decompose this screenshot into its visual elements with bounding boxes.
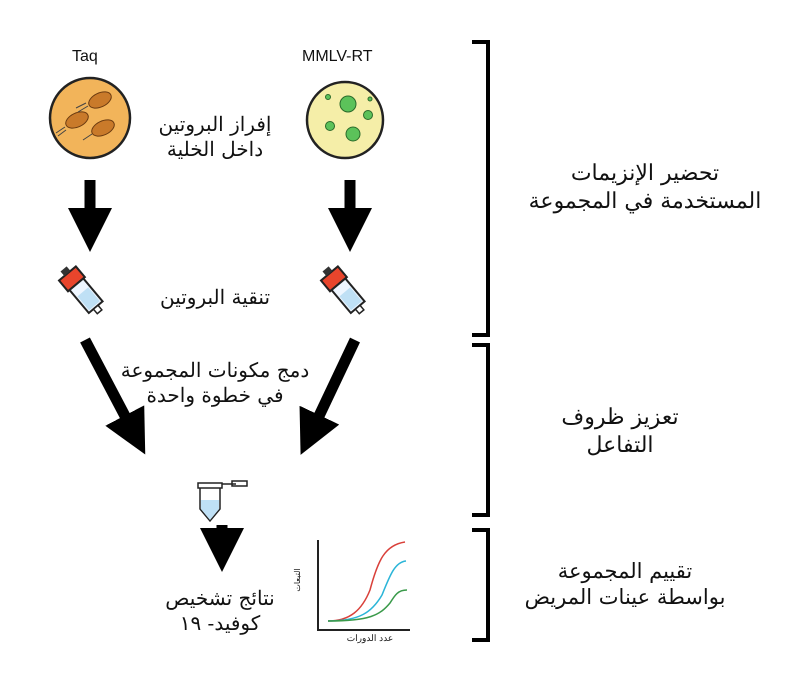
secretion-text: إفراز البروتين داخل الخلية bbox=[135, 112, 295, 162]
purification-column-icon bbox=[319, 265, 367, 315]
taq-label: Taq bbox=[72, 48, 98, 65]
bracket-phase-3 bbox=[472, 528, 490, 642]
phase-3-line-2: بواسطة عينات المريض bbox=[524, 585, 726, 610]
arrow-left-diagonal bbox=[80, 337, 146, 455]
bracket-phase-1 bbox=[472, 40, 490, 337]
purification-column-icon bbox=[57, 265, 105, 315]
curve-green bbox=[327, 589, 408, 622]
phase-3-line-1: تقييم المجموعة bbox=[557, 559, 693, 583]
combine-line-2: في خطوة واحدة bbox=[146, 383, 284, 407]
secretion-line-2: داخل الخلية bbox=[166, 137, 264, 161]
taq-petri-dish-icon bbox=[48, 76, 132, 160]
result-text: نتائج تشخيص كوفيد- ١٩ bbox=[135, 586, 305, 636]
amplification-chart bbox=[317, 540, 410, 631]
phase-3-text: تقييم المجموعة بواسطة عينات المريض bbox=[500, 558, 750, 611]
purification-text: تنقية البروتين bbox=[159, 285, 271, 309]
arrow-right-diagonal bbox=[299, 337, 360, 455]
curve-blue bbox=[327, 560, 407, 622]
chart-x-label: عدد الدورات bbox=[346, 634, 394, 644]
phase-1-line-1: تحضير الإنزيمات bbox=[570, 161, 720, 186]
secretion-line-1: إفراز البروتين bbox=[158, 112, 272, 136]
curve-red bbox=[327, 541, 406, 622]
phase-1-line-2: المستخدمة في المجموعة bbox=[528, 188, 762, 214]
mmlv-petri-dish-icon bbox=[305, 80, 385, 160]
phase-1-text: تحضير الإنزيمات المستخدمة في المجموعة bbox=[500, 160, 790, 215]
combine-line-1: دمج مكونات المجموعة bbox=[120, 358, 310, 382]
mmlv-rt-label: MMLV-RT bbox=[302, 48, 373, 65]
phase-2-line-2: التفاعل bbox=[586, 432, 654, 458]
result-line-2: كوفيد- ١٩ bbox=[179, 611, 261, 635]
result-line-1: نتائج تشخيص bbox=[165, 586, 275, 610]
phase-2-text: تعزيز ظروف التفاعل bbox=[520, 404, 720, 459]
bracket-phase-2 bbox=[472, 343, 490, 517]
phase-2-line-1: تعزيز ظروف bbox=[561, 405, 679, 430]
reaction-tube-icon bbox=[197, 480, 248, 523]
combine-text: دمج مكونات المجموعة في خطوة واحدة bbox=[110, 358, 320, 408]
chart-y-label: التبعات bbox=[293, 568, 302, 592]
